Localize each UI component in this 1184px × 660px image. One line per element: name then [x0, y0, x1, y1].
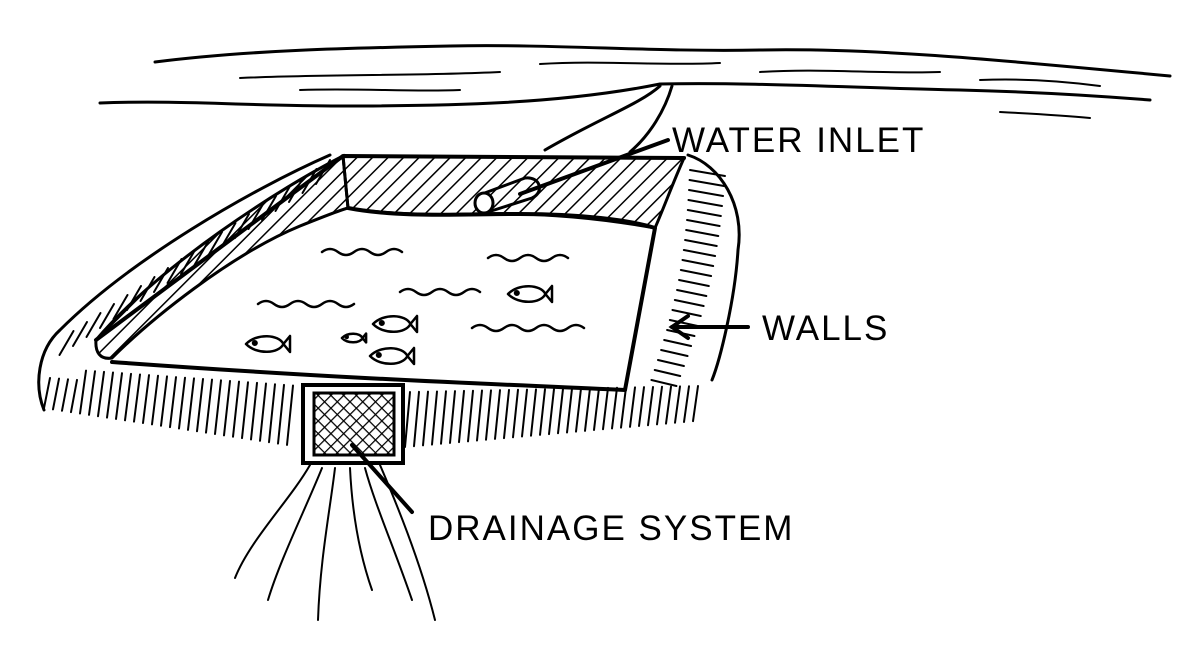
water-inlet-label: WATER INLET [672, 121, 925, 160]
drainage-system [234, 383, 436, 621]
water-inlet-leader [518, 138, 670, 196]
pond-left-wall [94, 153, 350, 360]
fish-group [244, 284, 554, 366]
fish-eye [375, 351, 382, 359]
embankment-grass-strokes [43, 159, 726, 448]
fish-icon [340, 332, 368, 344]
inlet-channel [543, 84, 674, 154]
fish-eye [251, 339, 258, 347]
fish-icon [506, 284, 554, 304]
river [98, 44, 1172, 119]
drainage-system-label: DRAINAGE SYSTEM [428, 509, 794, 548]
fish-eye [344, 334, 349, 340]
pond-back-wall [341, 154, 687, 230]
pond [94, 153, 687, 392]
fish-icon [368, 346, 416, 366]
fish-icon [244, 334, 292, 354]
embankment [37, 153, 741, 448]
fish-eye [513, 289, 520, 297]
fish-eye [378, 319, 385, 327]
leader-lines [350, 138, 750, 514]
drainage-leader [350, 443, 414, 514]
walls-label: WALLS [762, 309, 889, 348]
fish-icon [371, 314, 419, 334]
walls-arrowhead [668, 314, 690, 340]
water-ripples [256, 247, 586, 333]
outflow-lines [234, 464, 436, 621]
